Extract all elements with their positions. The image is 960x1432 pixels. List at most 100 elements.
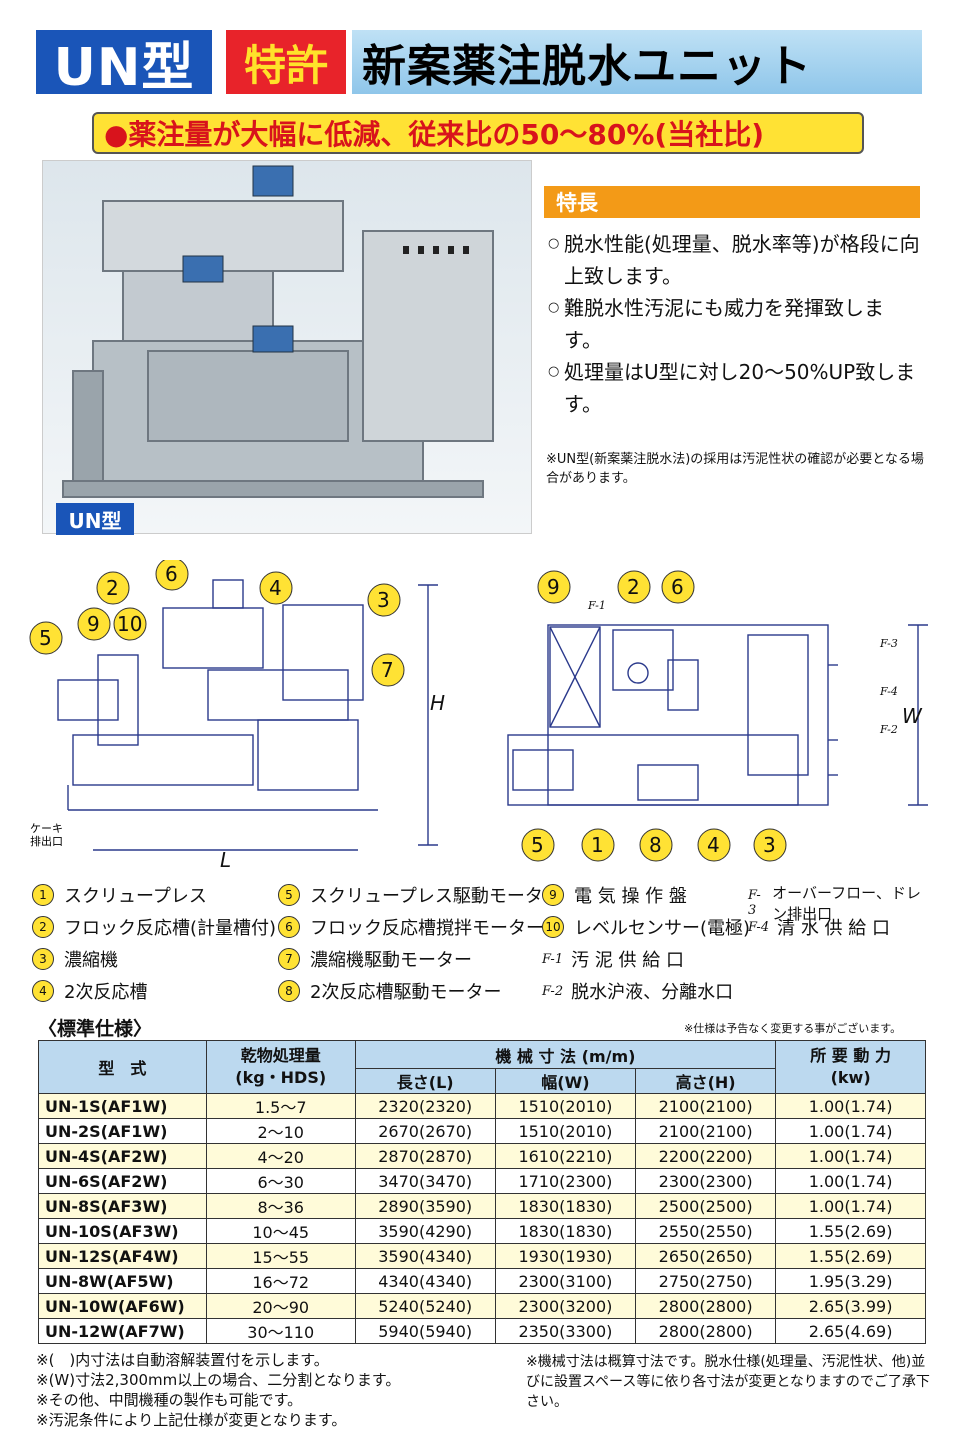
model-badge: UN型 <box>36 30 212 98</box>
callout-4: 4 <box>707 833 720 857</box>
feature-item: 難脱水性汚泥にも威力を発揮致します。 <box>548 292 920 356</box>
table-cell: 2500(2500) <box>634 1193 777 1219</box>
table-cell: UN-8W(AF5W) <box>38 1268 207 1294</box>
callout-numbers: 2 6 4 3 9 10 5 7 <box>29 560 405 687</box>
table-cell: 30〜110 <box>205 1318 356 1344</box>
table-cell: UN-12S(AF4W) <box>38 1243 207 1269</box>
footnotes-left: ※( )内寸法は自動溶解装置付を示します。 ※(W)寸法2,300mm以上の場合… <box>36 1350 536 1430</box>
table-cell: 2.65(3.99) <box>775 1293 926 1319</box>
table-cell: 1610(2210) <box>494 1143 637 1169</box>
f2-label: F-2 <box>879 723 898 736</box>
table-cell: 3590(4340) <box>354 1243 496 1269</box>
table-cell: 1930(1930) <box>494 1243 637 1269</box>
table-cell: 2350(3300) <box>494 1318 637 1344</box>
table-cell: 4340(4340) <box>354 1268 496 1294</box>
table-cell: 1.5〜7 <box>205 1093 356 1119</box>
footnote: ※その他、中間機種の製作も可能です。 <box>36 1391 303 1409</box>
callout-8: 8 <box>649 833 662 857</box>
f1-label: F-1 <box>587 599 606 612</box>
table-cell: 3590(4290) <box>354 1218 496 1244</box>
table-cell: UN-1S(AF1W) <box>38 1093 207 1119</box>
side-view-diagram: H L ケーキ 排出口 2 6 4 3 9 10 5 7 <box>29 560 445 872</box>
table-cell: 1830(1830) <box>494 1193 637 1219</box>
table-cell: 1.00(1.74) <box>775 1168 926 1194</box>
callout-1: 1 <box>591 833 604 857</box>
features-list: 脱水性能(処理量、脱水率等)が格段に向上致します。 難脱水性汚泥にも威力を発揮致… <box>548 228 920 420</box>
table-cell: UN-2S(AF1W) <box>38 1118 207 1144</box>
table-cell: UN-10S(AF3W) <box>38 1218 207 1244</box>
col-length: 長さ(L) <box>354 1068 496 1094</box>
f3-label: F-3 <box>879 637 898 650</box>
features-heading: 特長 <box>544 186 920 218</box>
callout-numbers: 9 2 6 5 1 8 4 3 <box>521 570 787 862</box>
col-height: 高さ(H) <box>634 1068 777 1094</box>
features-note: ※UN型(新案薬注脱水法)の採用は汚泥性状の確認が必要となる場合があります。 <box>546 452 924 486</box>
table-cell: 5940(5940) <box>354 1318 496 1344</box>
top-view-diagram: W F-1 F-2 F-3 F-4 9 2 6 5 1 8 4 3 <box>507 570 928 862</box>
product-photo <box>42 160 532 534</box>
highlight-banner: ●薬注量が大幅に低減、従来比の50〜80%(当社比) <box>92 112 864 154</box>
table-cell: 16〜72 <box>205 1268 356 1294</box>
table-cell: 2300(2300) <box>634 1168 777 1194</box>
table-cell: 1.00(1.74) <box>775 1143 926 1169</box>
callout-9: 9 <box>87 612 100 636</box>
table-cell: 1.00(1.74) <box>775 1118 926 1144</box>
footnote-right: ※機械寸法は概算寸法です。脱水仕様(処理量、汚泥性状、他)並びに設置スペース等に… <box>526 1354 930 1410</box>
table-cell: 1.00(1.74) <box>775 1193 926 1219</box>
table-cell: 8〜36 <box>205 1193 356 1219</box>
table-cell: 1.95(3.29) <box>775 1268 926 1294</box>
page-title: 新案薬注脱水ユニット <box>352 30 922 94</box>
table-cell: 1.55(2.69) <box>775 1243 926 1269</box>
col-model: 型 式 <box>38 1040 207 1094</box>
table-cell: 2.65(4.69) <box>775 1318 926 1344</box>
table-cell: 2〜10 <box>205 1118 356 1144</box>
table-cell: 3470(3470) <box>354 1168 496 1194</box>
table-cell: UN-6S(AF2W) <box>38 1168 207 1194</box>
machine-illustration <box>62 165 494 498</box>
spec-table: 型 式 乾物処理量 (kg・HDS) 機 械 寸 法 (m/m) 所 要 動 力… <box>38 1040 926 1344</box>
table-cell: 15〜55 <box>205 1243 356 1269</box>
callout-2: 2 <box>627 575 640 599</box>
table-cell: UN-10W(AF6W) <box>38 1293 207 1319</box>
table-cell: 2650(2650) <box>634 1243 777 1269</box>
table-cell: 2890(3590) <box>354 1193 496 1219</box>
table-cell: 1510(2010) <box>494 1093 637 1119</box>
cake-outlet-label: ケーキ <box>30 822 63 835</box>
col-width: 幅(W) <box>494 1068 637 1094</box>
table-cell: UN-4S(AF2W) <box>38 1143 207 1169</box>
table-cell: 5240(5240) <box>354 1293 496 1319</box>
table-cell: 2320(2320) <box>354 1093 496 1119</box>
callout-4: 4 <box>269 576 282 600</box>
feature-item: 脱水性能(処理量、脱水率等)が格段に向上致します。 <box>548 228 920 292</box>
footnote: ※(W)寸法2,300mm以上の場合、二分割となります。 <box>36 1371 401 1389</box>
table-cell: 2300(3200) <box>494 1293 637 1319</box>
spec-note: ※仕様は予告なく変更する事がございます。 <box>684 1022 902 1035</box>
table-cell: UN-12W(AF7W) <box>38 1318 207 1344</box>
feature-item: 処理量はU型に対し20〜50%UP致します。 <box>548 356 920 420</box>
dimension-w-label: W <box>902 704 923 728</box>
callout-6: 6 <box>165 562 178 586</box>
table-cell: 1.00(1.74) <box>775 1093 926 1119</box>
table-cell: 1.55(2.69) <box>775 1218 926 1244</box>
callout-5: 5 <box>531 833 544 857</box>
dimension-h-label: H <box>430 691 445 715</box>
table-cell: 10〜45 <box>205 1218 356 1244</box>
